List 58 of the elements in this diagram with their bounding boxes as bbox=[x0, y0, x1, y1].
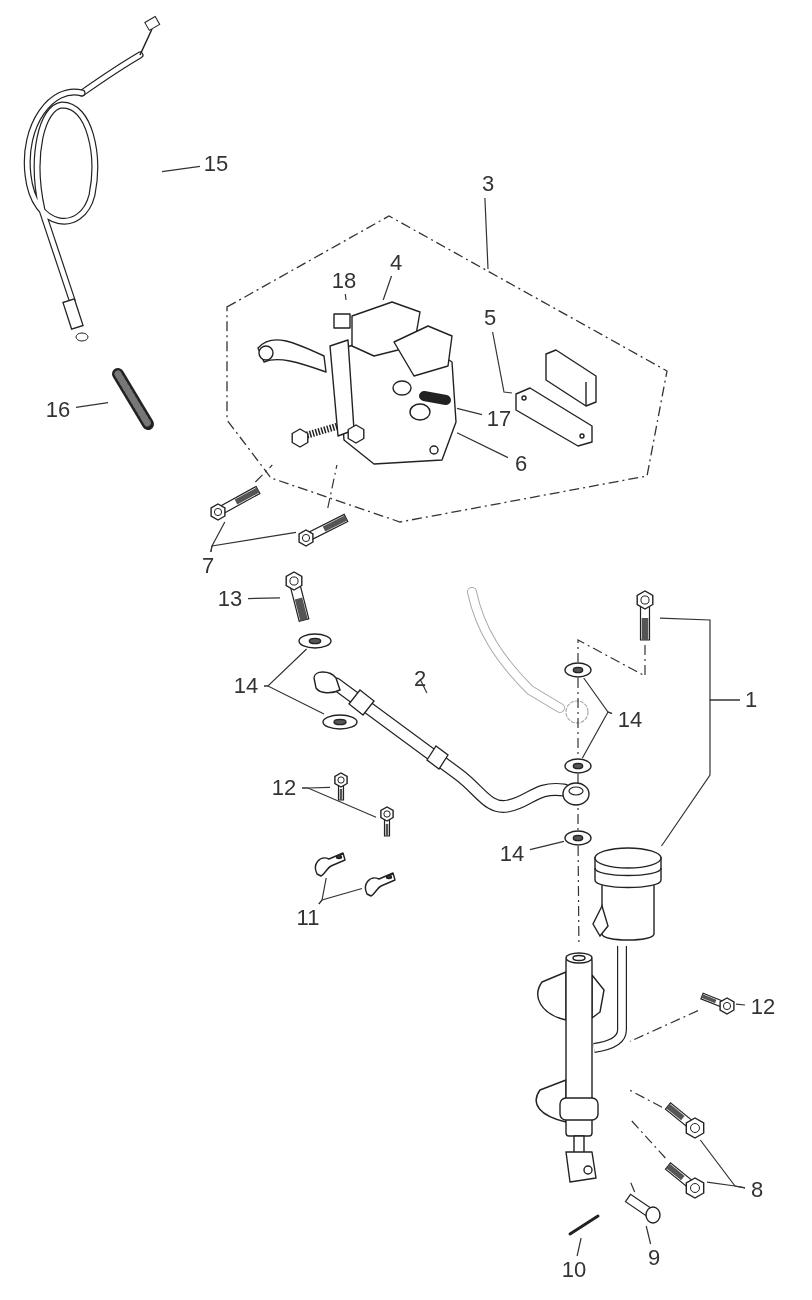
fluid-reservoir-drawing bbox=[592, 846, 664, 944]
leader-line bbox=[247, 597, 281, 600]
leader-line bbox=[577, 639, 646, 677]
washer-drawing bbox=[564, 662, 592, 678]
callout-number: 16 bbox=[40, 396, 76, 424]
callout-number: 2 bbox=[408, 665, 432, 693]
leader-line bbox=[492, 331, 513, 394]
leader-line bbox=[645, 1225, 652, 1245]
callout-number: 14 bbox=[612, 706, 648, 734]
leader-line bbox=[318, 887, 363, 905]
leader-line bbox=[735, 1003, 746, 1006]
leader-line bbox=[327, 464, 338, 509]
callout-number: 7 bbox=[195, 552, 221, 580]
leader-line bbox=[456, 432, 509, 459]
callout-number: 11 bbox=[290, 904, 326, 932]
callout-number: 5 bbox=[478, 304, 502, 332]
callout-number: 1 bbox=[740, 686, 762, 714]
leader-line bbox=[629, 1118, 666, 1159]
brake-pads-drawing bbox=[512, 348, 597, 448]
leader-line bbox=[629, 1180, 636, 1193]
leader-line bbox=[75, 402, 109, 408]
leader-line bbox=[419, 678, 428, 694]
leader-line bbox=[344, 293, 347, 301]
leader-line bbox=[456, 407, 483, 416]
leader-line bbox=[706, 1181, 746, 1189]
leader-line bbox=[529, 840, 565, 851]
leader-line bbox=[254, 464, 273, 483]
leader-line bbox=[484, 197, 489, 270]
leader-line bbox=[382, 275, 393, 301]
callout-number: 14 bbox=[494, 840, 530, 868]
leader-line bbox=[161, 165, 201, 173]
leader-line bbox=[629, 1010, 699, 1042]
callout-number: 17 bbox=[482, 406, 516, 432]
leader-line bbox=[576, 1237, 582, 1257]
callout-number: 18 bbox=[328, 268, 360, 294]
callout-number: 14 bbox=[228, 672, 264, 700]
cotter-pin-drawing bbox=[566, 1212, 602, 1238]
pin-drawing bbox=[622, 1192, 662, 1226]
callout-number: 8 bbox=[745, 1176, 769, 1204]
callout-number: 9 bbox=[642, 1244, 666, 1272]
leader-line bbox=[629, 1089, 663, 1108]
leader-line bbox=[301, 787, 377, 818]
callout-number: 15 bbox=[200, 150, 232, 178]
callout-number: 10 bbox=[556, 1256, 592, 1284]
leader-line bbox=[210, 531, 297, 553]
washer-drawing bbox=[564, 830, 592, 846]
leader-line bbox=[263, 685, 325, 715]
callout-number: 12 bbox=[745, 993, 781, 1021]
callout-number: 12 bbox=[266, 774, 302, 802]
callout-number: 4 bbox=[384, 250, 408, 276]
leader-line bbox=[581, 711, 613, 759]
leader-line bbox=[577, 773, 579, 831]
washer-drawing bbox=[298, 633, 332, 649]
callout-number: 6 bbox=[508, 450, 534, 478]
leader-line bbox=[577, 845, 580, 945]
leader-line bbox=[660, 699, 741, 847]
callout-number: 3 bbox=[476, 170, 500, 198]
callout-number: 13 bbox=[212, 585, 248, 613]
